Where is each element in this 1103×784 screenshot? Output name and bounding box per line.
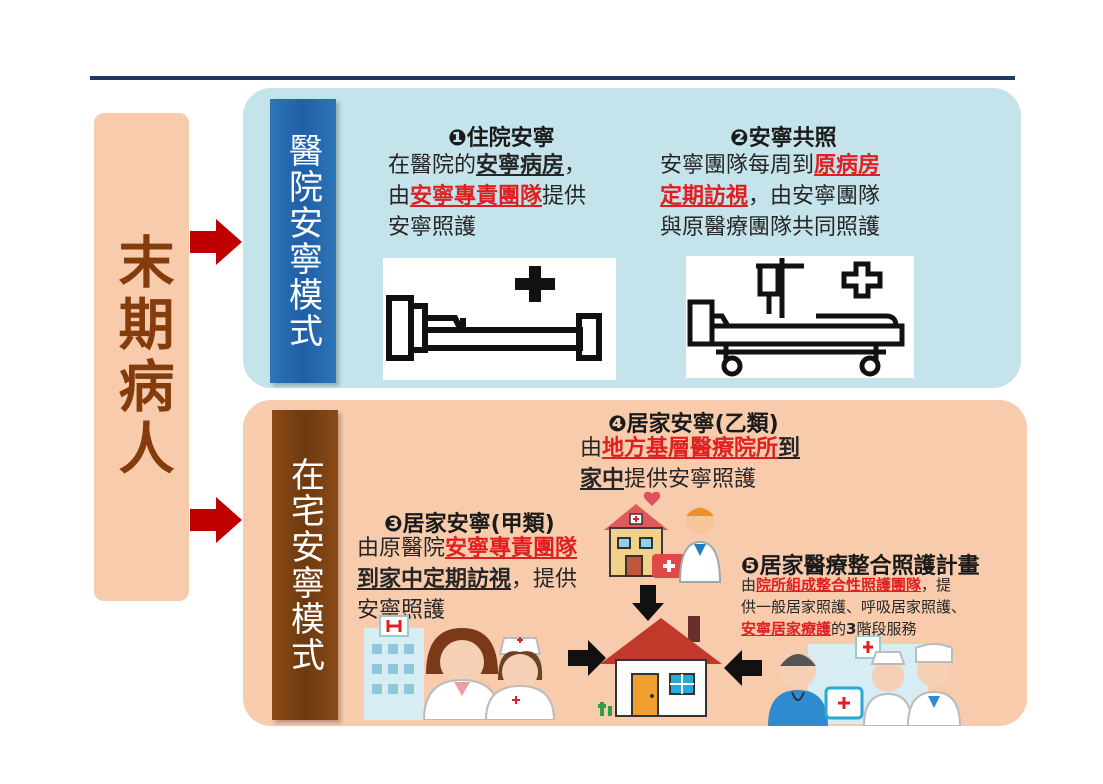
terminal-patient-box: 末期病人 (94, 113, 189, 601)
home-hospice-b-title: ❹居家安寧(乙類) (608, 412, 779, 437)
patient-label: 末期病人 (109, 233, 174, 481)
arrow-down-icon (632, 585, 664, 621)
home-mode-label: 在宅安寧模式 (284, 457, 325, 673)
arrow-left-icon (724, 650, 762, 686)
hospital-staff-icon (364, 615, 556, 720)
shared-care-text: 安寧團隊每周到原病房 定期訪視，由安寧團隊 與原醫療團隊共同照護 (660, 153, 881, 240)
home-mode-tab: 在宅安寧模式 (272, 410, 338, 720)
hospital-bed-icon (383, 258, 616, 380)
header-rule (90, 76, 1015, 80)
shared-care-title: ❷安寧共照 (730, 126, 837, 151)
care-team-icon (768, 636, 962, 726)
inpatient-hospice-text: 在醫院的安寧病房， 由安寧專責團隊提供 安寧照護 (388, 153, 587, 240)
inpatient-hospice-title: ❶住院安寧 (448, 126, 555, 151)
integrated-home-care-text: 由院所組成整合性照護團隊，提 供一般居家照護、呼吸居家照護、 安寧居家療護的3階… (741, 576, 967, 638)
medical-bed-iv-icon (686, 256, 914, 378)
hospital-mode-tab: 醫院安寧模式 (270, 99, 336, 383)
arrow-right-icon (190, 219, 242, 265)
home-icon (598, 616, 722, 717)
home-hospice-a-text: 由原醫院安寧專責團隊 到家中定期訪視，提供 安寧照護 (357, 536, 578, 623)
integrated-home-care-title: ❺居家醫療整合照護計畫 (741, 554, 980, 579)
home-hospice-b-text: 由地方基層醫療院所到 家中提供安寧照護 (580, 436, 801, 492)
arrow-right-icon (190, 497, 242, 543)
hospital-mode-label: 醫院安寧模式 (282, 133, 323, 349)
arrow-right-icon (568, 640, 606, 676)
home-hospice-a-title: ❸居家安寧(甲類) (384, 512, 555, 537)
clinic-doctor-icon (604, 492, 722, 583)
